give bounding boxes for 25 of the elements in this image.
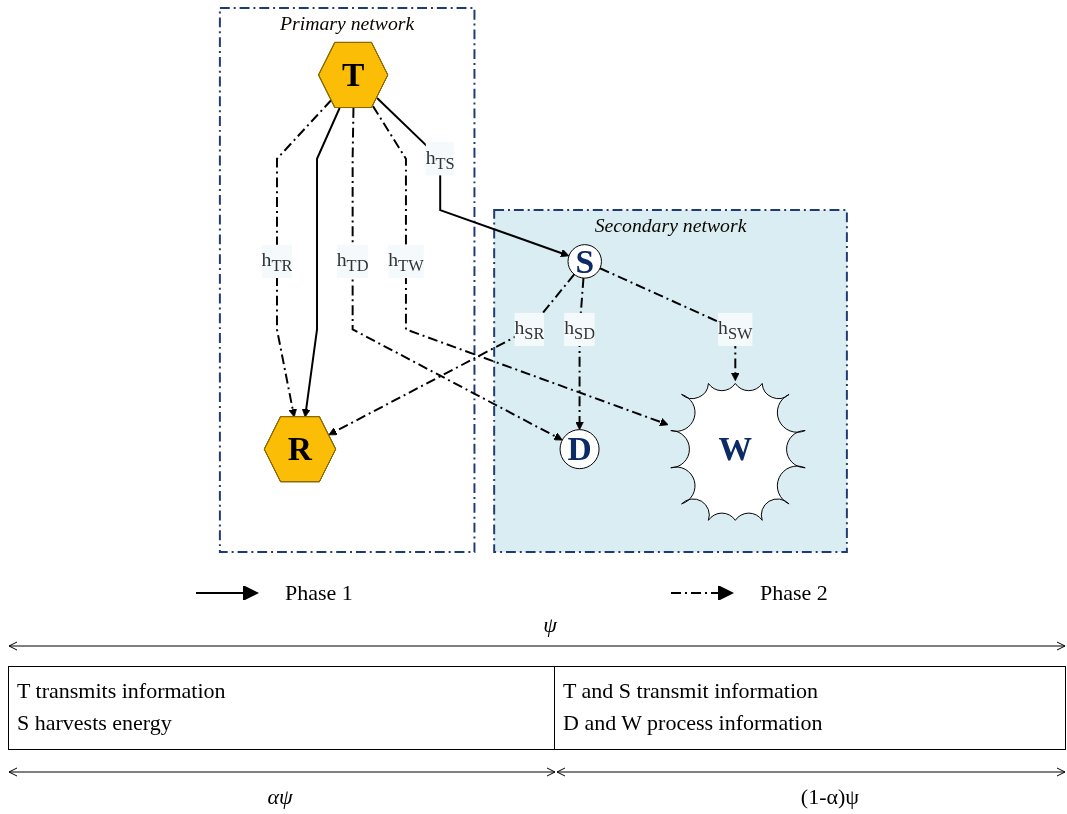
legend-label: Phase 2: [760, 580, 828, 606]
cell-text: S harvests energy: [17, 709, 172, 737]
arrow: [302, 107, 341, 418]
cell-text: T and S transmit information: [563, 677, 818, 705]
time-label: αψ: [266, 784, 294, 810]
arrow: [351, 107, 563, 441]
arrow: [372, 105, 669, 427]
edge-label: h$_{TD}$: [336, 248, 369, 276]
arrow: [276, 99, 333, 418]
time-label: (1-α)ψ: [799, 784, 861, 810]
cell-text: T transmits information: [17, 677, 226, 705]
edge-label: h$_{TR}$: [261, 248, 293, 276]
time-label: ψ: [542, 612, 558, 638]
edge-label: h$_{SD}$: [564, 316, 596, 344]
node-circle: D: [559, 429, 600, 470]
arrow: [376, 97, 570, 258]
edge-label: h$_{TW}$: [388, 248, 424, 276]
legend-label: Phase 1: [285, 580, 353, 606]
edge-label: h$_{SR}$: [514, 316, 545, 344]
node-circle: S: [567, 244, 603, 279]
arrow: [599, 267, 740, 382]
cell-text: D and W process information: [563, 709, 823, 737]
edge-label: h$_{SW}$: [718, 316, 753, 344]
edge-label: h$_{TS}$: [425, 145, 455, 173]
arrow: [328, 273, 576, 436]
